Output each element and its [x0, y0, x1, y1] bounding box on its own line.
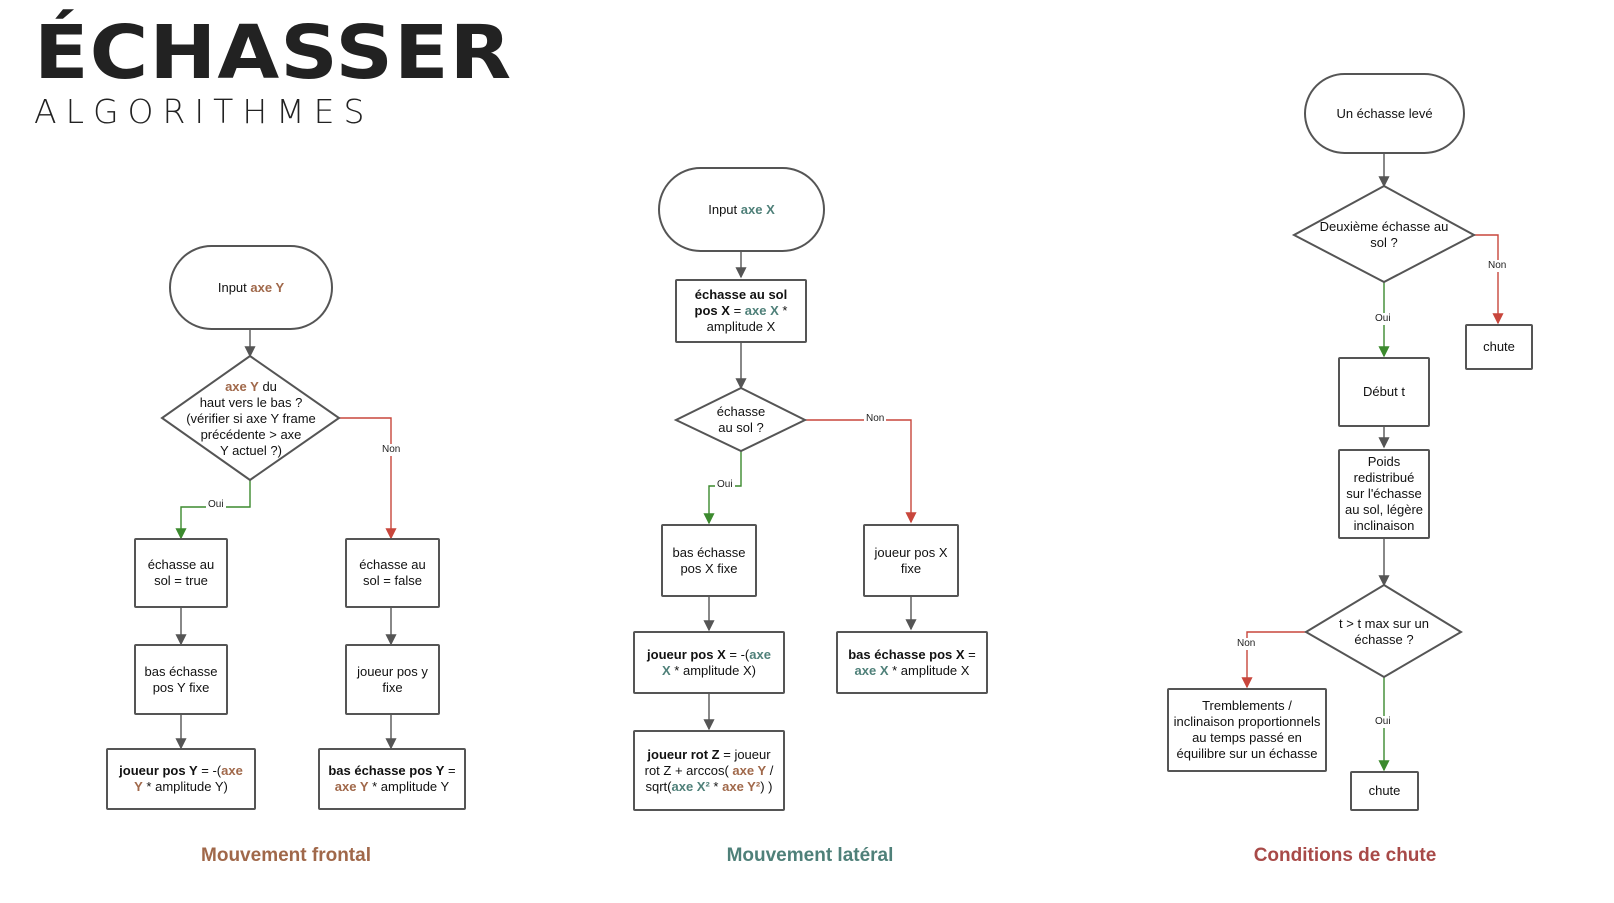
- decision-frontal-shape: [160, 354, 341, 482]
- lateral-no2-node: bas échasse pos X =axe X * amplitude X: [836, 631, 988, 694]
- decision-chute2-shape: [1304, 583, 1463, 679]
- chute-fall1-node: chute: [1465, 324, 1533, 370]
- label-chute-oui1: Oui: [1373, 313, 1393, 325]
- chute-start-node: Un échasse levé: [1304, 73, 1465, 154]
- label-chute-non1: Non: [1486, 260, 1509, 272]
- label-chute-oui2: Oui: [1373, 716, 1393, 728]
- label-lateral-non: Non: [864, 413, 887, 425]
- edge-lateral-no: [805, 419, 917, 524]
- edge-chute-no2: [1241, 631, 1306, 689]
- section-title-chute: Conditions de chute: [1253, 845, 1437, 866]
- edge-chute-no1: [1474, 234, 1504, 325]
- label-chute-non2: Non: [1235, 638, 1258, 650]
- frontal-decision-node: axe Y du haut vers le bas ? (vérifier si…: [186, 379, 316, 458]
- edge-frontal-no: [339, 417, 397, 540]
- label-frontal-non: Non: [380, 444, 403, 456]
- label-lateral-oui: Oui: [715, 479, 735, 491]
- chute-debut-node: Début t: [1338, 357, 1430, 427]
- label-frontal-oui: Oui: [206, 499, 226, 511]
- decision-lateral-shape: [673, 386, 808, 453]
- lateral-input-node: Input axe X: [658, 167, 825, 252]
- frontal-input-node: Input axe Y: [169, 245, 333, 330]
- section-title-lateral: Mouvement latéral: [726, 845, 894, 866]
- chute-trembl-node: Tremblements /inclinaison proportionnels…: [1167, 688, 1327, 772]
- app-subtitle: ALGORITHMES: [34, 92, 374, 131]
- section-title-frontal: Mouvement frontal: [201, 845, 371, 866]
- decision-chute1-shape: [1291, 184, 1477, 284]
- chute-fall2-node: chute: [1350, 771, 1419, 811]
- frontal-no3-node: bas échasse pos Y =axe Y * amplitude Y: [318, 748, 466, 810]
- app-title: ÉCHASSER: [34, 10, 513, 96]
